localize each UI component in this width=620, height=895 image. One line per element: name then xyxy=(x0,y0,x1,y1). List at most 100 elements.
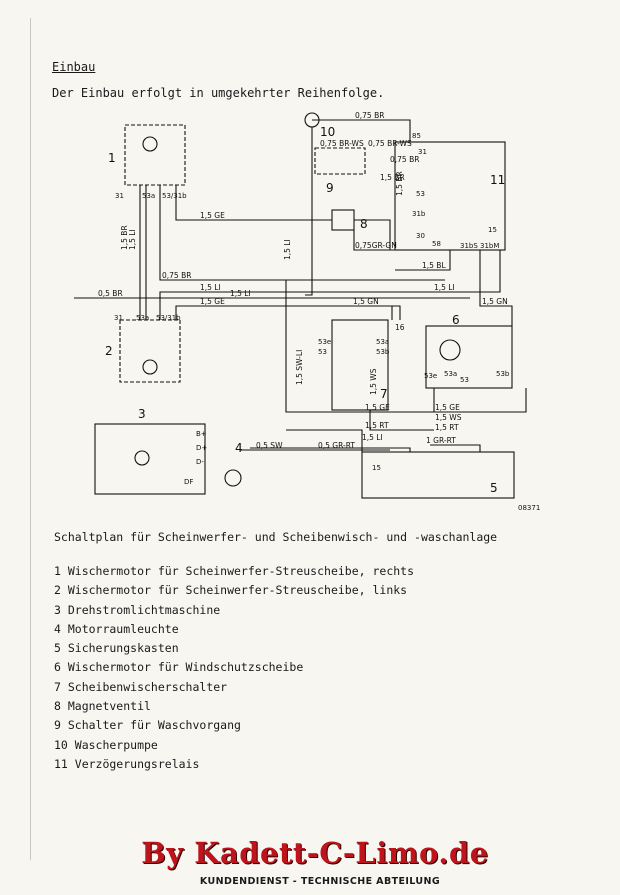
terminal-label: 31 xyxy=(114,314,123,322)
motor-1-symbol xyxy=(142,136,158,152)
component-number-6: 6 xyxy=(452,313,460,327)
wire-label: 0,5 GR-RT xyxy=(318,441,355,450)
wire-label: 0,75GR-GN xyxy=(355,241,397,250)
alternator-housing xyxy=(94,423,206,495)
legend-item: 2 Wischermotor für Scheinwerfer-Streusch… xyxy=(54,583,408,598)
terminal-label: D- xyxy=(196,458,204,466)
footer-department: KUNDENDIENST - TECHNISCHE ABTEILUNG xyxy=(199,876,441,887)
component-legend: 1 Wischermotor für Scheinwerfer-Streusch… xyxy=(54,562,414,774)
fuse-rating-label: 15 xyxy=(372,464,381,472)
wiper-motor-symbol xyxy=(439,339,461,361)
terminal-label: 58 xyxy=(432,240,441,248)
wire-label: 0,75 BR xyxy=(390,155,419,164)
legend-item: 9 Schalter für Waschvorgang xyxy=(54,718,241,733)
terminal-label: 53a xyxy=(142,192,155,200)
engine-lamp-symbol xyxy=(224,469,242,487)
component-number-10: 10 xyxy=(320,125,335,139)
terminal-label: 53a xyxy=(376,338,389,346)
wire-bl xyxy=(395,250,451,271)
component-number-8: 8 xyxy=(360,217,368,231)
component-number-3: 3 xyxy=(138,407,146,421)
component-number-11: 11 xyxy=(490,173,505,187)
wire-label: 1,5 GE xyxy=(365,403,390,412)
terminal-label: 30 xyxy=(416,232,425,240)
wire-label: 1,5 LI xyxy=(200,283,221,292)
wire-label: 0,75 BR xyxy=(355,111,384,120)
wire-label: 1,5 GE xyxy=(435,403,460,412)
page-margin-line xyxy=(30,18,583,860)
wire-label: 1,5 GE xyxy=(200,211,225,220)
terminal-label: 15 xyxy=(488,226,497,234)
wire-li-fuse xyxy=(250,447,411,452)
wire-label: 0,5 SW xyxy=(256,441,283,450)
terminal-label: 85 xyxy=(412,132,421,140)
terminal-label: 53b xyxy=(376,348,390,356)
wire-label: 0,75 BR-WS xyxy=(368,139,412,148)
motor-2-housing xyxy=(119,319,181,383)
wire-ws xyxy=(369,410,434,431)
section-heading: Einbau xyxy=(52,60,96,74)
diagram-caption: Schaltplan für Scheinwerfer- und Scheibe… xyxy=(54,530,498,544)
legend-item: 5 Sicherungskasten xyxy=(54,641,179,656)
alternator-rotor xyxy=(134,450,150,466)
wire-label: 0,75 BR-WS xyxy=(320,139,364,148)
wire-label: 1,5 WS xyxy=(435,413,462,422)
motor-2-symbol xyxy=(142,359,158,375)
wire-br-mid xyxy=(159,185,445,281)
wire-label: 1,5 BR xyxy=(380,173,405,182)
component-number-9: 9 xyxy=(326,181,334,195)
legend-item: 10 Wascherpumpe xyxy=(54,737,158,752)
solenoid-valve-housing xyxy=(331,209,355,231)
wash-switch-housing xyxy=(314,147,366,175)
wiring-diagram-svg: 1 2 3 4 5 6 7 8 9 10 11 0,75 BR 0,75 BR-… xyxy=(74,111,540,512)
wire-label-vertical: 1,5 LI xyxy=(283,239,292,260)
legend-item: 8 Magnetventil xyxy=(54,699,151,714)
wire-label: 0,5 BR xyxy=(98,289,123,298)
figure-number: 08371 xyxy=(518,504,540,512)
terminal-label: 53 xyxy=(318,348,327,356)
component-number-5: 5 xyxy=(490,481,498,495)
wire-gn-right xyxy=(479,250,513,326)
wiring-diagram: 1 2 3 4 5 6 7 8 9 10 11 0,75 BR 0,75 BR-… xyxy=(50,100,570,520)
wire-label: 1,5 LI xyxy=(434,283,455,292)
wire-grgn xyxy=(353,230,445,251)
terminal-label: D+ xyxy=(196,444,207,452)
terminal-label: 53e xyxy=(318,338,331,346)
terminal-label: 31 xyxy=(115,192,124,200)
wire-valve-relay xyxy=(354,219,391,250)
intro-text: Der Einbau erfolgt in umgekehrter Reihen… xyxy=(52,86,385,100)
terminal-label: 31 xyxy=(418,148,427,156)
wire-li-relay xyxy=(159,250,501,320)
wire-label-vertical: 1,5 WS xyxy=(369,368,378,395)
fuse-box-housing xyxy=(361,451,515,499)
component-number-7: 7 xyxy=(380,387,388,401)
terminal-label: 53a xyxy=(136,314,149,322)
wire-label: 1,5 GN xyxy=(482,297,508,306)
wire-label: 1,5 BL xyxy=(422,261,446,270)
wire-label: 0,75 BR xyxy=(162,271,191,280)
wiper-motor-housing xyxy=(425,325,513,389)
legend-item: 1 Wischermotor für Scheinwerfer-Streusch… xyxy=(54,564,415,578)
wire-pump-relay xyxy=(312,119,411,142)
wire-label-vertical: 1,5 BR xyxy=(395,171,404,196)
wire-1grrt xyxy=(430,444,481,452)
wire-label: 1,5 GE xyxy=(200,297,225,306)
legend-item: 3 Drehstromlichtmaschine xyxy=(54,602,221,617)
wire-label: 16 xyxy=(395,323,405,332)
terminal-label: 53e xyxy=(424,372,437,380)
wire-label-vertical: 1,5 BR xyxy=(120,225,129,250)
wire-label: 1,5 RT xyxy=(435,423,459,432)
terminal-label: 53/31b xyxy=(162,192,187,200)
footer-brand-watermark: By Kadett-C-Limo.de xyxy=(141,836,489,870)
wire-label-vertical: 1,5 LI xyxy=(128,229,137,250)
terminal-label: DF xyxy=(184,478,193,486)
wire-label: 1,5 GN xyxy=(353,297,379,306)
wire-label-vertical: 1,5 SW-LI xyxy=(295,350,304,385)
wiper-switch-housing xyxy=(331,319,389,411)
legend-item: 4 Motorraumleuchte xyxy=(54,621,179,636)
terminal-label: 31bS xyxy=(460,242,478,250)
terminal-label: 31bM xyxy=(480,242,499,250)
wire-label: 1,5 LI xyxy=(362,433,383,442)
legend-item: 6 Wischermotor für Windschutzscheibe xyxy=(54,660,304,675)
terminal-label: 53 xyxy=(460,376,469,384)
